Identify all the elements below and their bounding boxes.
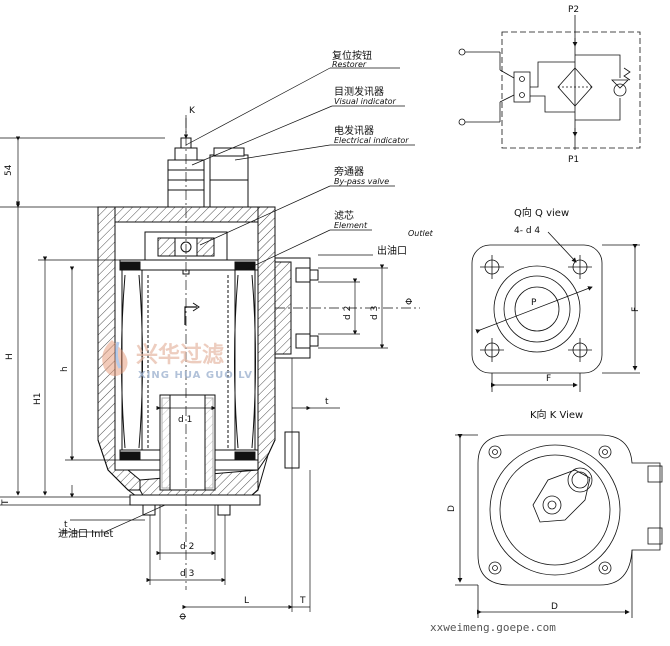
- element-en: Element: [334, 221, 368, 230]
- dim-d2-bottom: d 2: [180, 542, 194, 552]
- schematic-frame: [501, 31, 641, 149]
- leader-lines: [60, 67, 415, 533]
- element-cn: 滤芯: [334, 209, 354, 222]
- outlet-cn: 出油口: [377, 244, 407, 257]
- watermark-url: xxweimeng.goepe.com: [430, 621, 556, 634]
- restorer-cn: 复位按钮: [332, 49, 372, 62]
- dim-T-bottom: T: [299, 596, 306, 606]
- k-bolt-hole-tl: [488, 445, 502, 459]
- section-view: [97, 137, 319, 516]
- q-view-p: P: [531, 298, 537, 308]
- restorer-en: Restorer: [332, 60, 367, 69]
- q-view-f-bottom: F: [546, 374, 551, 384]
- q-view-f-side: F: [631, 307, 641, 312]
- k-view-outline: [477, 434, 661, 586]
- q-view: [471, 231, 640, 392]
- element-right: [234, 269, 256, 453]
- inlet-label: 进油口 Inlet: [58, 527, 113, 540]
- schematic-p2: P2: [568, 5, 579, 15]
- label-k: K: [189, 106, 196, 116]
- k-bolt-hole-br: [598, 561, 612, 575]
- dim-54: 54: [4, 164, 14, 176]
- k-view-title: K向 K View: [530, 408, 583, 421]
- dim-h: h: [60, 366, 70, 372]
- q-view-flange: [471, 244, 603, 374]
- centerlines: [185, 118, 420, 590]
- dim-t-left: t: [64, 520, 68, 530]
- watermark-name-cn: 兴华过滤: [136, 342, 224, 368]
- bypass-valve-en: By-pass valve: [334, 177, 389, 186]
- dim-t-right: t: [325, 397, 329, 407]
- outlet-en: Outlet: [408, 229, 434, 238]
- housing-wall-right: [257, 206, 276, 472]
- hydraulic-schematic: [458, 15, 641, 150]
- dim-phi-side: Φ: [405, 298, 415, 305]
- dim-L: L: [244, 596, 249, 606]
- dim-phi-bottom: Φ: [179, 613, 189, 620]
- visual-indicator-cn: 目测发讯器: [334, 85, 384, 98]
- k-bolt-hole-tr: [598, 445, 612, 459]
- bypass-valve-cn: 旁通器: [334, 165, 364, 178]
- electrical-indicator-body: [209, 154, 249, 208]
- watermark-name-en: XING HUA GUO LV: [138, 370, 253, 381]
- dim-d3-bottom: d 3: [180, 569, 194, 579]
- dim-d2-side: d 2: [343, 306, 353, 320]
- electrical-indicator-cn: 电发讯器: [334, 124, 374, 137]
- electrical-indicator-en: Electrical indicator: [334, 136, 409, 145]
- base-flange: [129, 494, 261, 506]
- flow-arrow: [184, 306, 197, 325]
- dim-d3-side: d 3: [370, 306, 380, 320]
- k-view-indicator: [532, 469, 591, 523]
- q-view-title: Q向 Q view: [514, 206, 569, 219]
- k-view: [455, 434, 663, 618]
- dim-H1: H1: [33, 393, 43, 406]
- q-view-holes: 4- d 4: [514, 226, 540, 236]
- watermark-logo: [102, 340, 128, 377]
- dim-T: T: [1, 499, 11, 506]
- k-view-d-side: D: [447, 505, 457, 512]
- schematic-p1: P1: [568, 155, 579, 165]
- dim-H: H: [5, 353, 15, 360]
- k-view-d-bottom: D: [551, 602, 558, 612]
- visual-indicator-en: Visual indicator: [334, 97, 397, 106]
- dim-d1: d 1: [178, 415, 192, 425]
- k-bolt-hole-bl: [488, 561, 502, 575]
